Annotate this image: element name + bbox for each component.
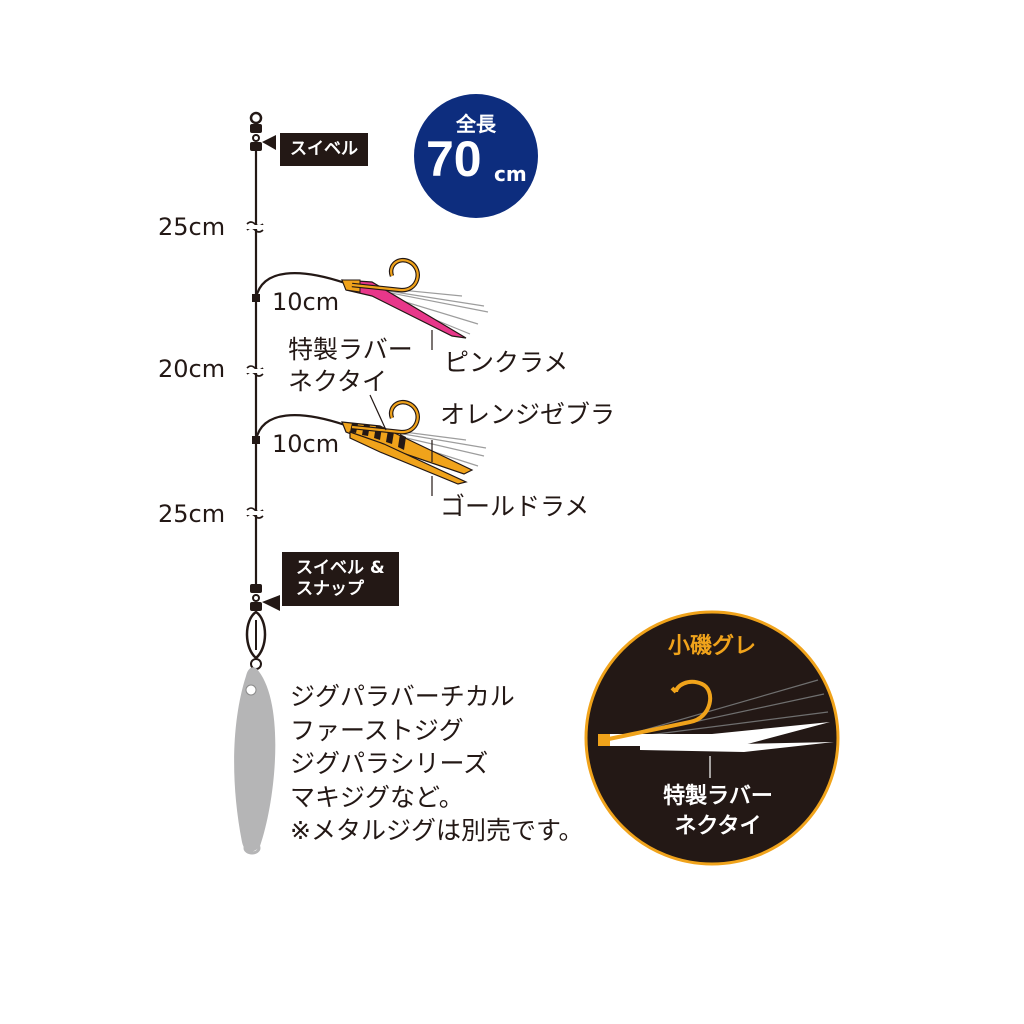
tie-label: 特製ラバー ネクタイ [288,335,413,396]
total-length-caption: 全長 [456,112,496,136]
detail-circle [584,610,840,866]
total-length-badge: 全長 70 cm [414,94,538,218]
orange-zebra-tie-icon [341,421,487,485]
swivel-label: スイベル [280,133,368,166]
color-name-pink: ピンクラメ [444,348,569,377]
total-length-unit: cm [494,162,527,186]
snap-icon [245,584,280,670]
branch-length: 10cm [272,430,340,458]
total-length-value: 70 [426,131,482,187]
segment-length: 20cm [158,355,226,383]
color-name-gold: ゴールドラメ [440,492,590,521]
metal-jig-icon [234,667,276,855]
pink-tie-icon [341,279,489,339]
segment-length: 25cm [158,500,226,528]
compatible-jigs-note: ジグパラバーチカル ファーストジグ ジグパラシリーズ マキジグなど。 ※メタルジ… [290,682,584,845]
branch-length: 10cm [272,288,340,316]
branch-line [254,272,346,299]
swivel-snap-label: スイベル & スナップ [282,552,399,606]
leader-line [369,330,433,496]
swivel-icon [249,111,276,151]
detail-tie-label: 特製ラバー ネクタイ [663,784,773,839]
segment-length: 25cm [158,213,226,241]
hook-icon [603,679,713,742]
branch-line [254,414,346,441]
hook-name-label: 小磯グレ [668,634,757,659]
color-name-orange-zebra: オレンジゼブラ [440,400,616,429]
